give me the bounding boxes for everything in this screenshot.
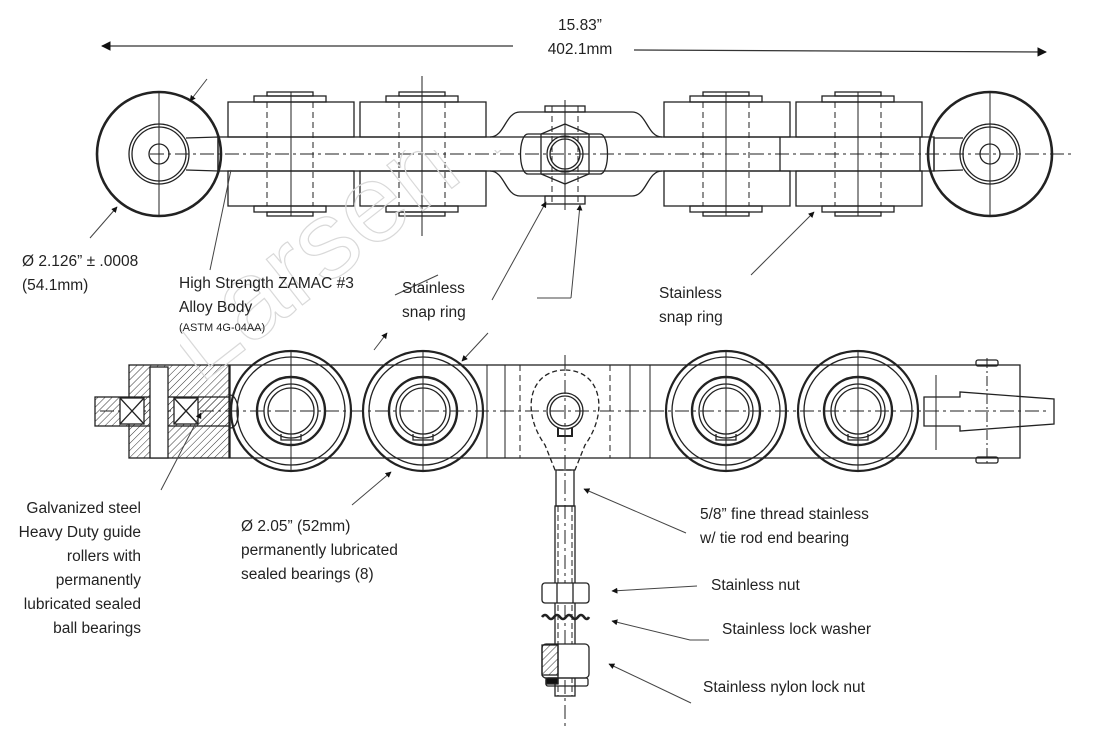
callout-text: Stainless [659,285,722,302]
callout-guide-wheel-diameter: Ø 2.126” ± .0008 (54.1mm) [22,250,138,298]
callout-text: permanently [55,572,141,589]
overall-dimension-line [101,41,1047,57]
callout-lock-washer: Stainless lock washer [722,621,872,638]
callout-text: Ø 2.05” (52mm) [241,518,351,535]
top-view [95,76,1075,236]
overall-dimension-label: 15.83” 402.1mm [540,14,620,62]
callout-text: High Strength ZAMAC #3 [179,275,354,292]
callout-text: lubricated sealed [23,596,141,613]
callout-text: Galvanized steel [26,500,141,517]
callout-text: ball bearings [53,620,141,637]
callout-text: permanently lubricated [241,542,398,559]
callout-nylon-lock-nut: Stainless nylon lock nut [703,679,865,696]
callout-snap-ring-center: Stainless snap ring [402,277,466,325]
callout-text: 5/8” fine thread stainless [700,506,869,523]
callout-nut: Stainless nut [711,577,800,594]
callout-guide-rollers: Galvanized steel Heavy Duty guide roller… [0,497,141,641]
callout-text: rollers with [66,548,141,565]
callout-text: sealed bearings (8) [241,566,374,583]
dimension-inches: 15.83” [558,17,602,34]
side-view [94,349,1055,730]
callout-text: snap ring [659,309,723,326]
callout-text: Ø 2.126” ± .0008 [22,253,139,270]
right-clevis [923,358,1055,466]
callout-text: snap ring [402,304,466,321]
callout-threaded-rod: 5/8” fine thread stainless w/ tie rod en… [700,503,869,551]
callout-text: Stainless [402,280,465,297]
right-guide-wheel [926,90,1054,218]
leader-lines [89,78,815,704]
callout-text: Alloy Body [179,299,253,316]
callout-text: Heavy Duty guide [18,524,141,541]
center-hub [489,100,663,210]
callout-body-material: High Strength ZAMAC #3 Alloy Body (ASTM … [179,272,354,336]
top-rollers [227,76,923,236]
bearing-rollers [229,349,920,473]
callout-note: (ASTM 4G-04AA) [179,322,266,334]
callout-snap-ring-right: Stainless snap ring [659,282,723,330]
callout-text: (54.1mm) [22,277,89,294]
left-guide-roller-section [94,364,239,459]
threaded-rod-assembly [540,469,591,697]
dimension-mm: 402.1mm [547,41,613,58]
callout-text: w/ tie rod end bearing [700,530,850,547]
left-guide-wheel [95,90,223,218]
callout-bearings: Ø 2.05” (52mm) permanently lubricated se… [241,515,398,587]
